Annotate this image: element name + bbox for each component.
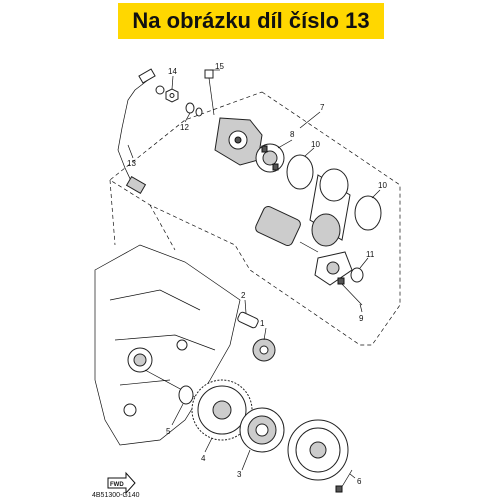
o-ring-part-10-a xyxy=(286,154,314,190)
callout-6: 6 xyxy=(357,477,362,486)
callout-9: 9 xyxy=(359,314,364,323)
one-way-clutch-part-3 xyxy=(239,407,285,453)
fwd-label: FWD xyxy=(110,482,124,488)
diagram-code: 4B51300-G140 xyxy=(92,492,140,499)
o-ring-part-11 xyxy=(350,267,364,283)
bolt-part-6 xyxy=(335,469,353,493)
callout-1: 1 xyxy=(260,319,265,328)
callout-10-b: 10 xyxy=(378,181,387,190)
callout-14: 14 xyxy=(168,67,177,76)
callout-15: 15 xyxy=(215,62,224,71)
front-cover xyxy=(314,251,353,286)
callout-7: 7 xyxy=(320,103,325,112)
callout-2: 2 xyxy=(241,291,246,300)
starter-yoke xyxy=(309,168,351,247)
armature xyxy=(255,206,319,253)
long-bolt-part-9 xyxy=(337,277,363,306)
idle-gear-part-1 xyxy=(252,338,276,362)
engine-link-line xyxy=(109,179,176,251)
callout-11: 11 xyxy=(366,250,375,259)
rotor xyxy=(287,419,349,481)
callout-4: 4 xyxy=(201,454,206,463)
starter-cover-part-7 xyxy=(214,117,263,166)
shaft-part-2 xyxy=(237,311,259,329)
callout-10-a: 10 xyxy=(311,140,320,149)
callout-3: 3 xyxy=(237,470,242,479)
part-number-banner: Na obrázku díl číslo 13 xyxy=(118,3,384,39)
callout-8: 8 xyxy=(290,130,295,139)
washer-part-12 xyxy=(185,102,203,117)
callout-13: 13 xyxy=(127,159,136,168)
starter-assembly-boundary xyxy=(109,91,401,346)
bolt-part-15 xyxy=(204,69,215,116)
callout-5: 5 xyxy=(166,427,171,436)
cable-part-13 xyxy=(117,68,165,195)
washer-part-5 xyxy=(178,385,194,405)
nut-part-14 xyxy=(165,88,179,103)
crankcase xyxy=(94,244,241,446)
o-ring-part-10-b xyxy=(354,195,382,231)
fwd-arrow-icon: FWD xyxy=(107,471,136,495)
callout-12: 12 xyxy=(180,123,189,132)
brush-holder-part-8 xyxy=(255,143,285,173)
leader-lines xyxy=(127,69,381,479)
